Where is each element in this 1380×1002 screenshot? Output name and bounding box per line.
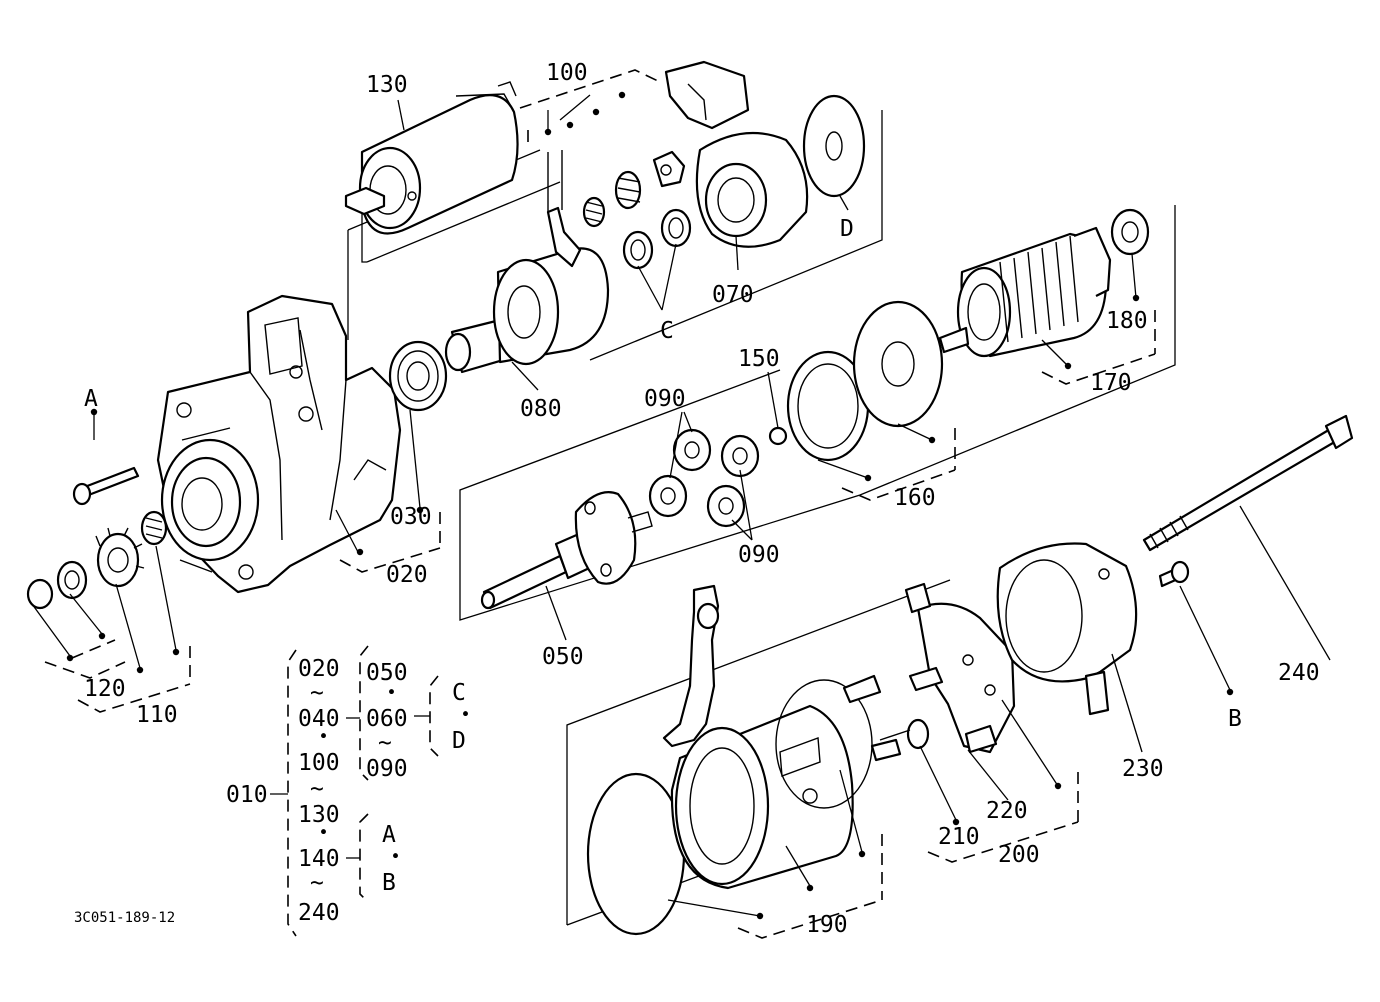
solenoid-switch (344, 81, 519, 235)
thrust-washer (802, 94, 866, 198)
callout-240: 240 (1278, 660, 1320, 686)
brush-holder-200 (879, 582, 1016, 754)
group-brackets (44, 69, 1156, 939)
gear-case-070 (695, 131, 809, 248)
callout-030: 030 (390, 504, 432, 530)
callout-180: 180 (1106, 308, 1148, 334)
legend-item: 100 (298, 750, 340, 776)
yoke-assembly-190 (586, 584, 902, 936)
overrunning-clutch-080 (444, 150, 610, 374)
legend-item: 140 (298, 846, 340, 872)
diagram-code: 3C051-189-12 (74, 910, 175, 926)
callout-160: 160 (894, 485, 936, 511)
planetary-gears (648, 428, 760, 528)
legend-dot: ・ (380, 680, 403, 706)
legend-root: 010 (226, 782, 268, 808)
legend-dot: ・ (312, 724, 335, 750)
ball-bearing-180 (1110, 208, 1150, 256)
callout-190: 190 (806, 912, 848, 938)
springs-and-washers (582, 60, 750, 270)
callout-200: 200 (998, 842, 1040, 868)
legend-item: D (452, 728, 466, 754)
callout-070: 070 (712, 282, 754, 308)
callout-020: 020 (386, 562, 428, 588)
drive-housing (156, 294, 402, 594)
legend-dot: ・ (454, 702, 477, 728)
legend-dot: ・ (384, 844, 407, 870)
callout-170: 170 (1090, 370, 1132, 396)
legend-item: 060 (366, 706, 408, 732)
callout-100: 100 (546, 60, 588, 86)
legend-tilde: ~ (378, 730, 392, 756)
kit-legend: 010 020 ~ 040 ・ 100 ~ 130 ・ 140 ~ 240 05… (226, 645, 477, 937)
callout-labels: 130 100 D 070 C 080 A 030 020 120 110 09… (84, 60, 1320, 938)
callout-220: 220 (986, 798, 1028, 824)
callout-C: C (660, 318, 674, 344)
callout-A: A (84, 386, 98, 412)
legend-item: 130 (298, 802, 340, 828)
callout-090-bottom: 090 (738, 542, 780, 568)
callout-210: 210 (938, 824, 980, 850)
callout-120: 120 (84, 676, 126, 702)
pinion-gear-set (26, 466, 168, 610)
screw-B (1158, 560, 1190, 588)
callout-230: 230 (1122, 756, 1164, 782)
gear-plate (852, 300, 944, 428)
leader-lines (31, 94, 1331, 917)
legend-dot: ・ (312, 820, 335, 846)
legend-item: C (452, 680, 466, 706)
legend-tilde: ~ (310, 870, 324, 896)
through-bolt-240 (1142, 414, 1354, 552)
armature-170 (938, 226, 1112, 358)
ball-bearing-030 (388, 340, 448, 412)
legend-item: 050 (366, 660, 408, 686)
callout-080: 080 (520, 396, 562, 422)
callout-050: 050 (542, 644, 584, 670)
planet-shaft-050 (480, 491, 653, 610)
callout-150: 150 (738, 346, 780, 372)
callout-D: D (840, 216, 854, 242)
legend-item: 090 (366, 756, 408, 782)
rear-end-frame-230 (996, 542, 1138, 716)
callout-110: 110 (136, 702, 178, 728)
callout-130: 130 (366, 72, 408, 98)
legend-tilde: ~ (310, 680, 324, 706)
legend-item: B (382, 870, 396, 896)
callout-B: B (1228, 706, 1242, 732)
steel-ball-150 (768, 426, 788, 446)
legend-item: A (382, 822, 396, 848)
legend-item: 020 (298, 656, 340, 682)
legend-item: 240 (298, 900, 340, 926)
reference-dots (66, 91, 1234, 920)
legend-item: 040 (298, 706, 340, 732)
legend-tilde: ~ (310, 776, 324, 802)
callout-090-top: 090 (644, 386, 686, 412)
